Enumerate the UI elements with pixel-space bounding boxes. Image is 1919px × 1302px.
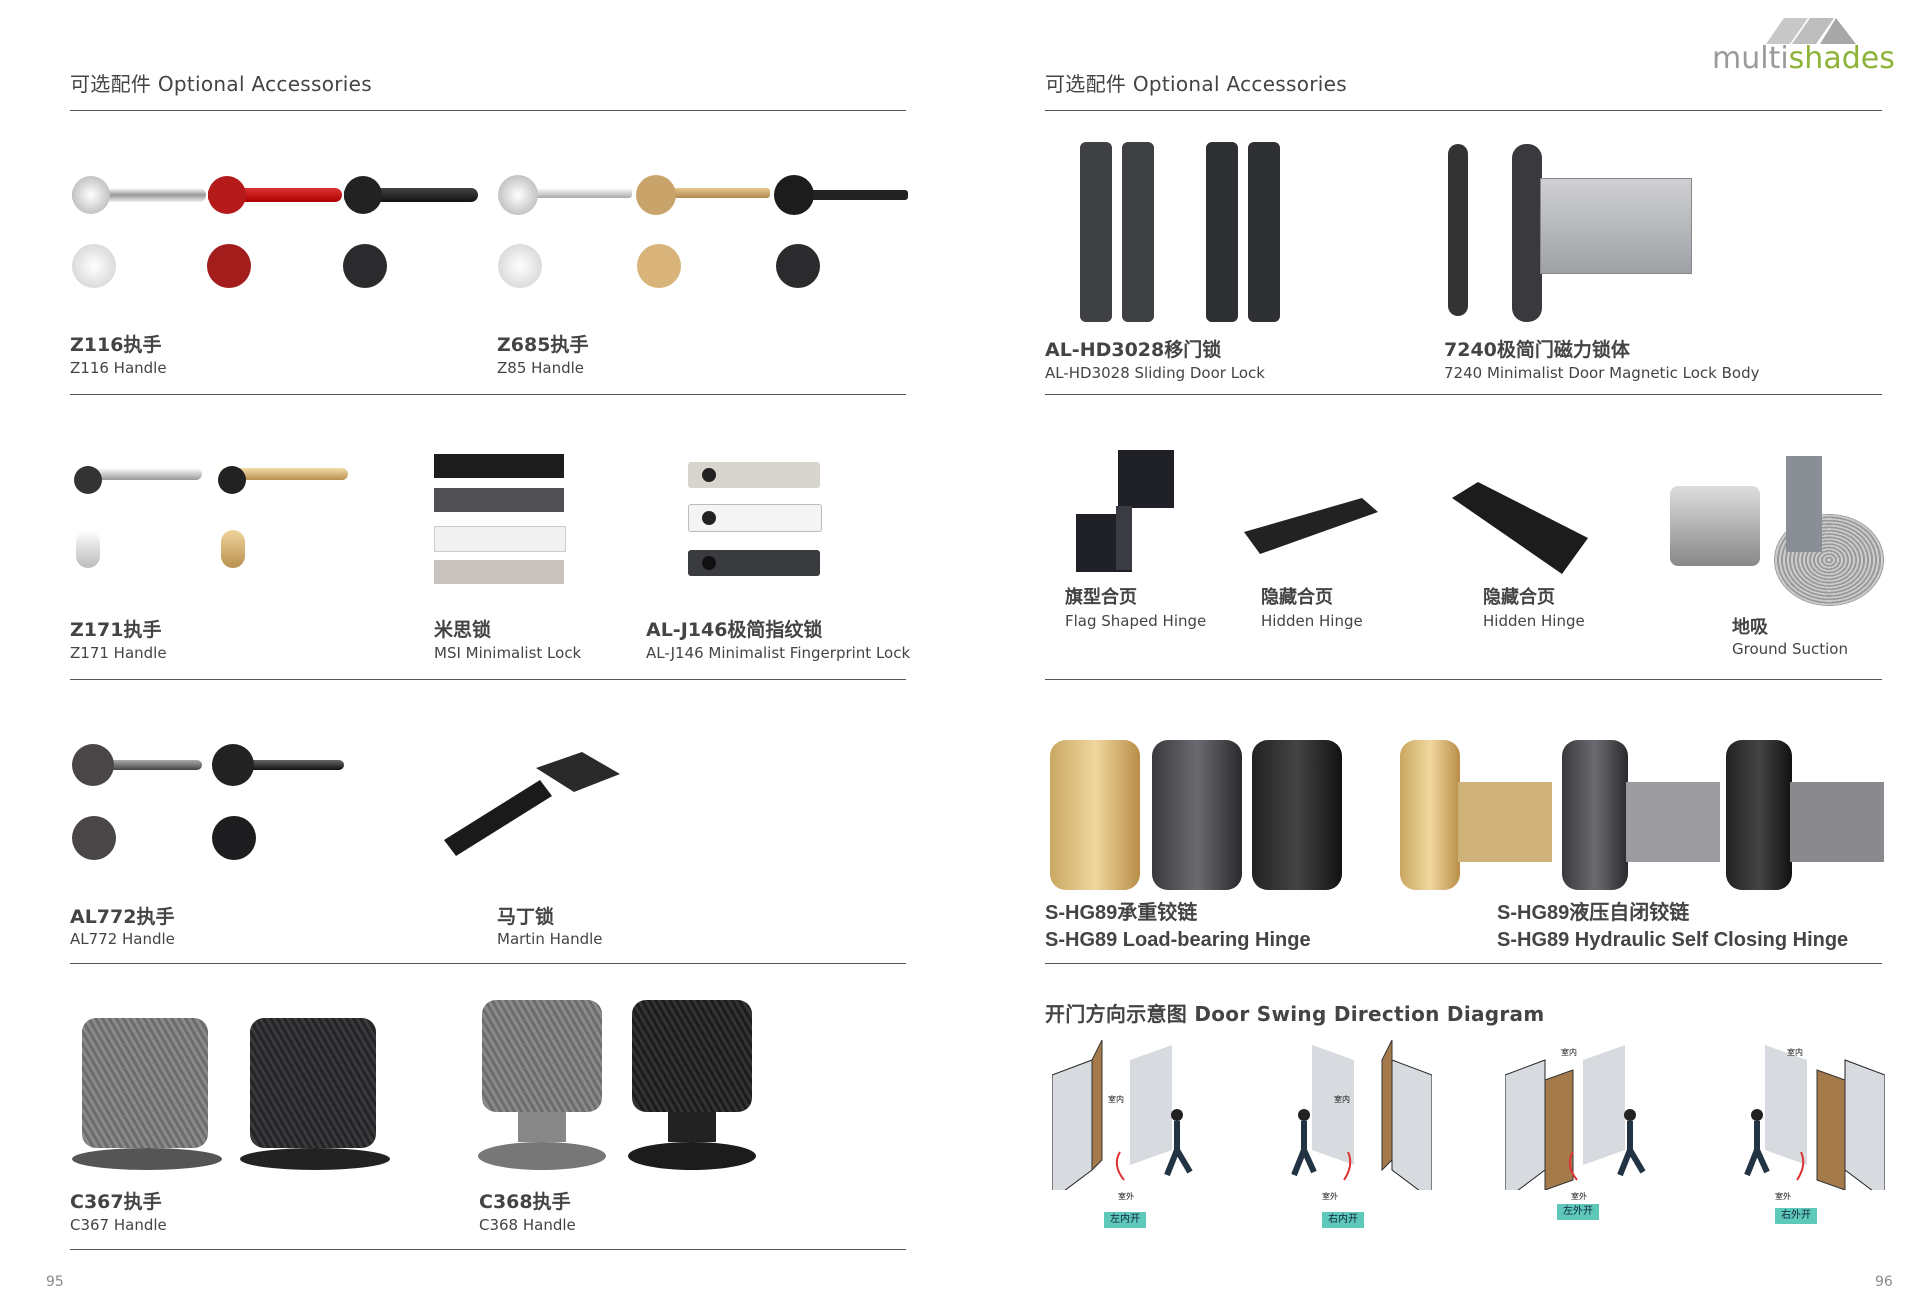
product-subtitle: AL772 Handle [70,930,175,948]
door-illustration [1291,1039,1433,1201]
divider [1045,110,1882,111]
product-name: C368执手 [479,1191,571,1213]
product-subtitle: S-HG89 Load-bearing Hinge [1045,929,1311,951]
product-name: S-HG89液压自闭铰链 [1497,902,1690,924]
product-subtitle: Hidden Hinge [1483,612,1585,630]
product-subtitle: Z171 Handle [70,644,167,662]
logo-text-multi: multi [1712,41,1789,76]
swing-direction-label: 右内开 [1322,1212,1364,1228]
door-diagram-1: 室内室外左内开 [1051,1039,1202,1230]
product-name: 隐藏合页 [1261,587,1333,608]
product-name: Z171执手 [70,619,162,641]
door-diagram-3: 室内室外左外开 [1504,1040,1655,1230]
product-name: 7240极简门磁力锁体 [1444,339,1630,361]
product-subtitle: C368 Handle [479,1216,576,1234]
product-name: AL772执手 [70,906,175,928]
product-name: 隐藏合页 [1483,587,1555,608]
door-diagram-4: 室内室外右外开 [1735,1040,1886,1230]
product-subtitle: AL-HD3028 Sliding Door Lock [1045,364,1265,382]
product-subtitle: Ground Suction [1732,640,1848,658]
divider [70,394,906,395]
logo-text-shades: shades [1788,41,1895,76]
divider [70,679,906,680]
product-subtitle: Z85 Handle [497,359,585,377]
divider [1045,963,1882,964]
inside-label: 室内 [1108,1095,1124,1104]
outside-label: 室外 [1322,1192,1338,1201]
door-illustration [1051,1039,1193,1201]
hidden-hinge-image [1244,498,1378,554]
product-name: 旗型合页 [1065,587,1137,608]
diagram-title: 开门方向示意图 Door Swing Direction Diagram [1045,1002,1545,1026]
divider [1045,679,1882,680]
product-subtitle: Z116 Handle [70,359,167,377]
product-name: 米思锁 [434,619,492,641]
martin-handle-image [444,752,620,856]
product-name: 马丁锁 [497,906,555,928]
hidden-hinge-image [1452,482,1588,574]
outside-label: 室外 [1571,1192,1587,1201]
inside-label: 室内 [1561,1048,1577,1057]
product-subtitle: Flag Shaped Hinge [1065,612,1207,630]
inside-label: 室内 [1787,1048,1803,1057]
outside-label: 室外 [1775,1192,1791,1201]
product-subtitle: C367 Handle [70,1216,167,1234]
divider [70,1249,906,1250]
left-page-header: 可选配件 Optional Accessories [70,72,372,96]
product-name: S-HG89承重铰链 [1045,902,1198,924]
divider [70,963,906,964]
right-page-header: 可选配件 Optional Accessories [1045,72,1347,96]
divider [70,110,906,111]
product-name: C367执手 [70,1191,162,1213]
product-name: 地吸 [1732,617,1768,638]
product-subtitle: 7240 Minimalist Door Magnetic Lock Body [1444,364,1760,382]
product-subtitle: Hidden Hinge [1261,612,1363,630]
swing-direction-label: 左外开 [1557,1204,1599,1220]
product-subtitle: S-HG89 Hydraulic Self Closing Hinge [1497,929,1849,951]
outside-label: 室外 [1118,1192,1134,1201]
door-illustration [1504,1045,1646,1201]
product-subtitle: AL-J146 Minimalist Fingerprint Lock [646,644,911,662]
divider [1045,394,1882,395]
product-subtitle: MSI Minimalist Lock [434,644,582,662]
product-name: Z685执手 [497,334,589,356]
product-name: AL-J146极简指纹锁 [646,619,823,641]
logo-roof-icon [1766,18,1856,44]
swing-direction-label: 左内开 [1104,1212,1146,1228]
door-diagram-2: 室内室外右内开 [1282,1039,1433,1230]
inside-label: 室内 [1334,1095,1350,1104]
product-name: Z116执手 [70,334,162,356]
page-number: 96 [1875,1274,1893,1290]
door-illustration [1744,1045,1886,1201]
product-name: AL-HD3028移门锁 [1045,339,1222,361]
page-number: 95 [46,1274,64,1290]
swing-direction-label: 右外开 [1775,1208,1817,1224]
product-subtitle: Martin Handle [497,930,603,948]
